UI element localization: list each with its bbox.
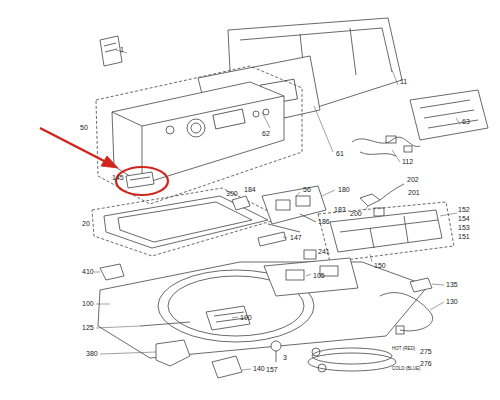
callout-number: 62 [262,130,270,138]
callout-number: 151 [458,233,470,241]
callout-number: 202 [407,176,419,184]
callout-number: 125 [82,324,94,332]
callout-number: 3 [283,354,287,362]
callout-number: 154 [458,215,470,223]
callout-number: 241 [318,248,330,256]
callout-number: 200 [350,210,362,218]
callout-number: 152 [458,206,470,214]
callout-number: 63 [462,118,470,126]
callout-number: 56 [303,186,311,194]
callout-number: 390 [226,190,238,198]
callout-number: 275 [420,348,432,356]
callout-number: 150 [374,262,386,270]
callout-number: 276 [420,360,432,368]
callout-number: 186 [318,218,330,226]
callout-number: 380 [86,350,98,358]
callout-number: 190 [240,314,252,322]
callout-number: 20 [82,220,90,228]
hose-tag: HOT (RED) [392,346,415,351]
callout-number: 153 [458,224,470,232]
callout-number: 130 [446,298,458,306]
callout-number: 11 [400,78,407,86]
callout-number: 180 [338,186,350,194]
callout-number: 184 [244,186,256,194]
callout-number: 201 [408,189,420,197]
hose-tag: COLD (BLUE) [392,366,421,371]
callout-number: 410 [82,268,94,276]
callout-number: 50 [80,124,88,132]
callout-number: 1 [120,46,124,54]
callout-number: 147 [290,234,302,242]
callout-number: 105 [313,272,325,280]
callout-number: 61 [336,150,344,158]
callout-number: 183 [334,206,346,214]
callout-number: 157 [266,366,278,374]
callout-number: 145 [112,174,124,182]
callout-number: 140 [253,365,265,373]
callout-number: 100 [82,300,94,308]
callout-number: 112 [402,158,413,166]
callout-number: 135 [446,281,458,289]
